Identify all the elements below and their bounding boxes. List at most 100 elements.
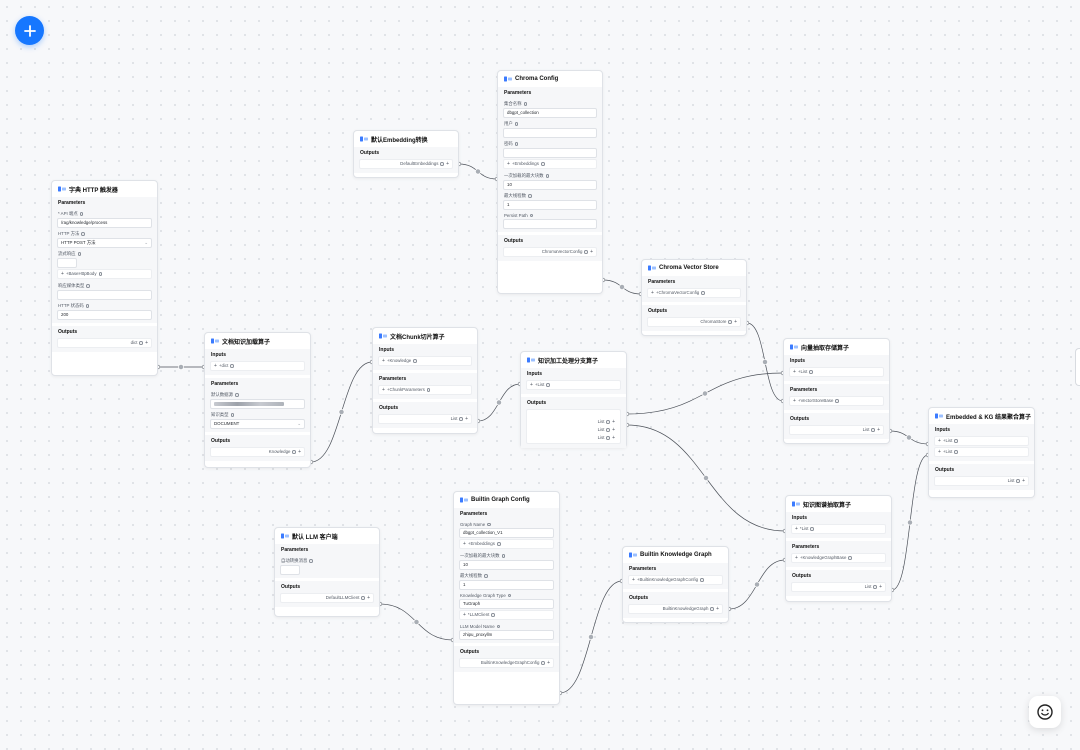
edge-line[interactable] bbox=[458, 163, 498, 180]
node-header[interactable]: Chroma Vector Store bbox=[642, 260, 746, 276]
edge-line[interactable] bbox=[746, 322, 784, 402]
output-port[interactable]: Knowledge+ bbox=[210, 447, 305, 457]
field-input[interactable]: dbgpt_collection bbox=[503, 108, 597, 118]
chat-button[interactable] bbox=[1029, 696, 1061, 728]
output-port[interactable]: List+ bbox=[529, 426, 618, 434]
field-select[interactable]: DOCUMENT⌄ bbox=[210, 419, 305, 429]
input-port[interactable]: ++List bbox=[934, 447, 1029, 457]
node-header[interactable]: Builtin Graph Config bbox=[454, 492, 559, 508]
edge-line[interactable] bbox=[626, 424, 786, 532]
field-input[interactable] bbox=[57, 258, 77, 268]
edge-midpoint[interactable] bbox=[907, 519, 913, 526]
edge-midpoint[interactable] bbox=[619, 284, 625, 290]
field-input[interactable]: 1 bbox=[459, 580, 554, 590]
output-port[interactable]: List+ bbox=[791, 582, 886, 592]
edge-line[interactable] bbox=[477, 383, 521, 422]
edge-line[interactable] bbox=[891, 454, 929, 591]
input-port[interactable]: ++dict bbox=[210, 361, 305, 371]
output-port[interactable]: ChromaStore+ bbox=[647, 317, 741, 327]
edge-midpoint[interactable] bbox=[496, 399, 502, 406]
edge-line[interactable] bbox=[559, 580, 623, 694]
edge-midpoint[interactable] bbox=[338, 409, 345, 415]
field-input[interactable]: 200 bbox=[57, 310, 152, 320]
input-port[interactable]: ++Embeddings bbox=[503, 159, 597, 169]
edge-line[interactable] bbox=[728, 559, 786, 610]
node-header[interactable]: 向量抽取存储算子 bbox=[784, 339, 889, 355]
field-input[interactable] bbox=[57, 290, 152, 300]
output-port[interactable]: DefaultEmbeddings+ bbox=[359, 159, 453, 169]
output-port[interactable]: List+ bbox=[378, 414, 472, 424]
field-input[interactable]: zhipu_proxyllm bbox=[459, 630, 554, 640]
input-port[interactable]: ++BaseHttpBody bbox=[57, 269, 152, 279]
edge-midpoint[interactable] bbox=[762, 359, 768, 365]
input-port[interactable]: ++List bbox=[934, 436, 1029, 446]
output-port[interactable]: List+ bbox=[529, 418, 618, 426]
edge-line[interactable] bbox=[310, 361, 373, 463]
edge-midpoint[interactable] bbox=[413, 619, 420, 625]
output-port[interactable]: BuiltinKnowledgeGraph+ bbox=[628, 604, 723, 614]
side-panel-toggle[interactable] bbox=[1075, 348, 1080, 386]
edge-line[interactable] bbox=[626, 372, 784, 415]
input-port[interactable]: +*List bbox=[791, 524, 886, 534]
field-input[interactable]: /rag/knowledge/process bbox=[57, 218, 152, 228]
node-header[interactable]: 字典 HTTP 触发器 bbox=[52, 181, 157, 197]
node-header[interactable]: 知识加工处理分支算子 bbox=[521, 352, 626, 368]
field-input[interactable] bbox=[280, 565, 300, 575]
output-port[interactable]: List+ bbox=[934, 476, 1029, 486]
edge-line[interactable] bbox=[889, 430, 929, 445]
output-port[interactable]: List+ bbox=[529, 434, 618, 442]
edge-midpoint[interactable] bbox=[702, 390, 708, 397]
input-port[interactable]: ++KnowledgeGraphBase bbox=[791, 553, 886, 563]
add-node-button[interactable] bbox=[15, 16, 44, 45]
input-port[interactable]: ++ChunkParameters bbox=[378, 385, 472, 395]
input-port[interactable]: ++Knowledge bbox=[378, 356, 472, 366]
field-input[interactable] bbox=[503, 128, 597, 138]
node-header[interactable]: 文档知识加载算子 bbox=[205, 333, 310, 349]
input-port[interactable]: ++ChromaVectorConfig bbox=[647, 288, 741, 298]
edge-line[interactable] bbox=[602, 279, 642, 295]
edge-line[interactable] bbox=[379, 603, 454, 641]
field-input[interactable] bbox=[503, 148, 597, 158]
edge-midpoint[interactable] bbox=[906, 434, 912, 441]
input-port[interactable]: ++List bbox=[789, 367, 884, 377]
output-port[interactable]: List+ bbox=[789, 425, 884, 435]
field-input[interactable]: dbgpt_collection_V1 bbox=[459, 528, 554, 538]
input-port[interactable]: ++BuiltinKnowledgeGraphConfig bbox=[628, 575, 723, 585]
node-header[interactable]: 文档Chunk切片算子 bbox=[373, 328, 477, 344]
field-input[interactable] bbox=[210, 399, 305, 409]
edge-midpoint[interactable] bbox=[703, 475, 709, 481]
field-input[interactable]: 1 bbox=[503, 200, 597, 210]
node-header[interactable]: Chroma Config bbox=[498, 71, 602, 87]
node-header[interactable]: 默认Embedding转换 bbox=[354, 131, 458, 147]
output-port[interactable]: DefaultLLMClient+ bbox=[280, 593, 374, 603]
edge-midpoint[interactable] bbox=[588, 634, 594, 640]
field-input[interactable]: 10 bbox=[503, 180, 597, 190]
output-port[interactable]: ChromaVectorConfig+ bbox=[503, 247, 597, 257]
edge-midpoint[interactable] bbox=[178, 364, 184, 370]
input-port[interactable]: ++VectorStoreBase bbox=[789, 396, 884, 406]
field-input[interactable]: TuGraph bbox=[459, 599, 554, 609]
edge-midpoint[interactable] bbox=[754, 581, 760, 588]
output-port[interactable]: dict+ bbox=[57, 338, 152, 348]
node-header[interactable]: 知识图谱抽取算子 bbox=[786, 496, 891, 512]
field-input[interactable] bbox=[503, 219, 597, 229]
output-port[interactable]: BuiltinKnowledgeGraphConfig+ bbox=[459, 658, 554, 668]
node-header[interactable]: 默认 LLM 客户端 bbox=[275, 528, 379, 544]
node-header[interactable]: Builtin Knowledge Graph bbox=[623, 547, 728, 563]
field-select[interactable]: HTTP POST 方法⌄ bbox=[57, 238, 152, 248]
input-port[interactable]: ++Embeddings bbox=[459, 539, 554, 549]
field-input[interactable]: 10 bbox=[459, 560, 554, 570]
